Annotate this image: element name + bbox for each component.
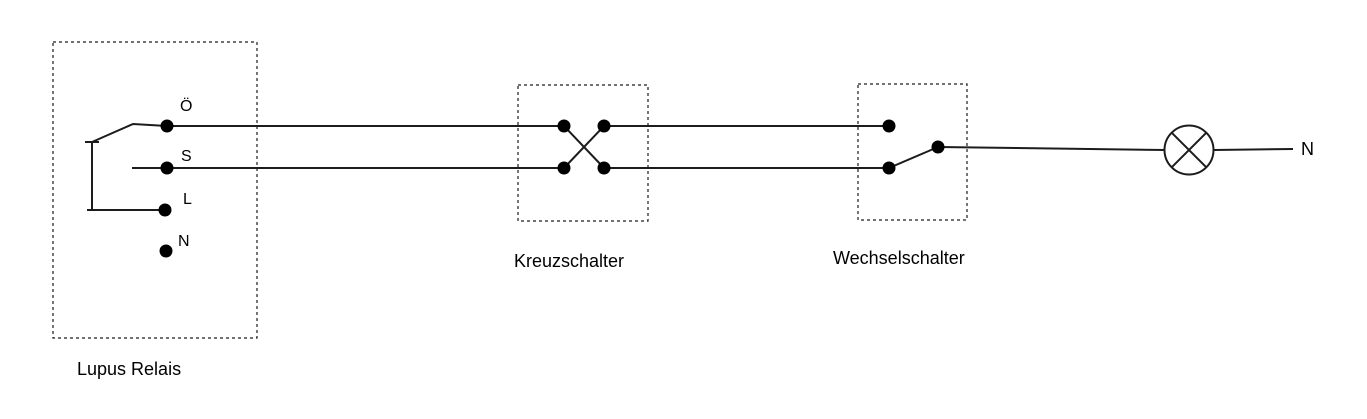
kreuz-terminal-bottom-left — [557, 161, 571, 175]
wechsel-terminal-top — [882, 119, 896, 133]
wechsel-switch-arm-wire — [888, 146, 939, 169]
kreuz-terminal-top-right — [597, 119, 611, 133]
kreuz-terminal-bottom-right — [597, 161, 611, 175]
lamp-icon — [1163, 124, 1215, 176]
lamp-cross-line-2 — [1170, 131, 1208, 169]
lupus-relais-box-caption: Lupus Relais — [77, 359, 181, 379]
wechsel-terminal-common — [931, 140, 945, 154]
relais-terminal-s — [160, 161, 174, 175]
kreuzschalter-box-outline — [517, 84, 649, 222]
relais-terminal-n-label: N — [178, 233, 190, 250]
relais-terminal-n — [159, 244, 173, 258]
relais-terminal-oe-label: Ö — [180, 97, 192, 115]
wechsel-terminal-bottom — [882, 161, 896, 175]
wechselschalter-box-caption: Wechselschalter — [833, 248, 965, 268]
kreuz-cross-up-wire — [563, 125, 605, 169]
kreuz-terminal-top-left — [557, 119, 571, 133]
relais-terminal-s-label: S — [181, 148, 192, 165]
wire-lamp-to-neutral-wire — [1213, 148, 1294, 151]
kreuzschalter-box-caption: Kreuzschalter — [514, 251, 624, 271]
relais-switch-arm-wire — [91, 122, 168, 143]
wire-wechsel-to-lamp-wire — [937, 146, 1166, 151]
lupus-relais-box-outline — [52, 41, 258, 339]
relais-terminal-l — [158, 203, 172, 217]
neutral-label: N — [1301, 139, 1314, 159]
relais-terminal-l-label: L — [183, 191, 192, 208]
relais-terminal-oe — [160, 119, 174, 133]
wechselschalter-box-outline — [857, 83, 968, 221]
